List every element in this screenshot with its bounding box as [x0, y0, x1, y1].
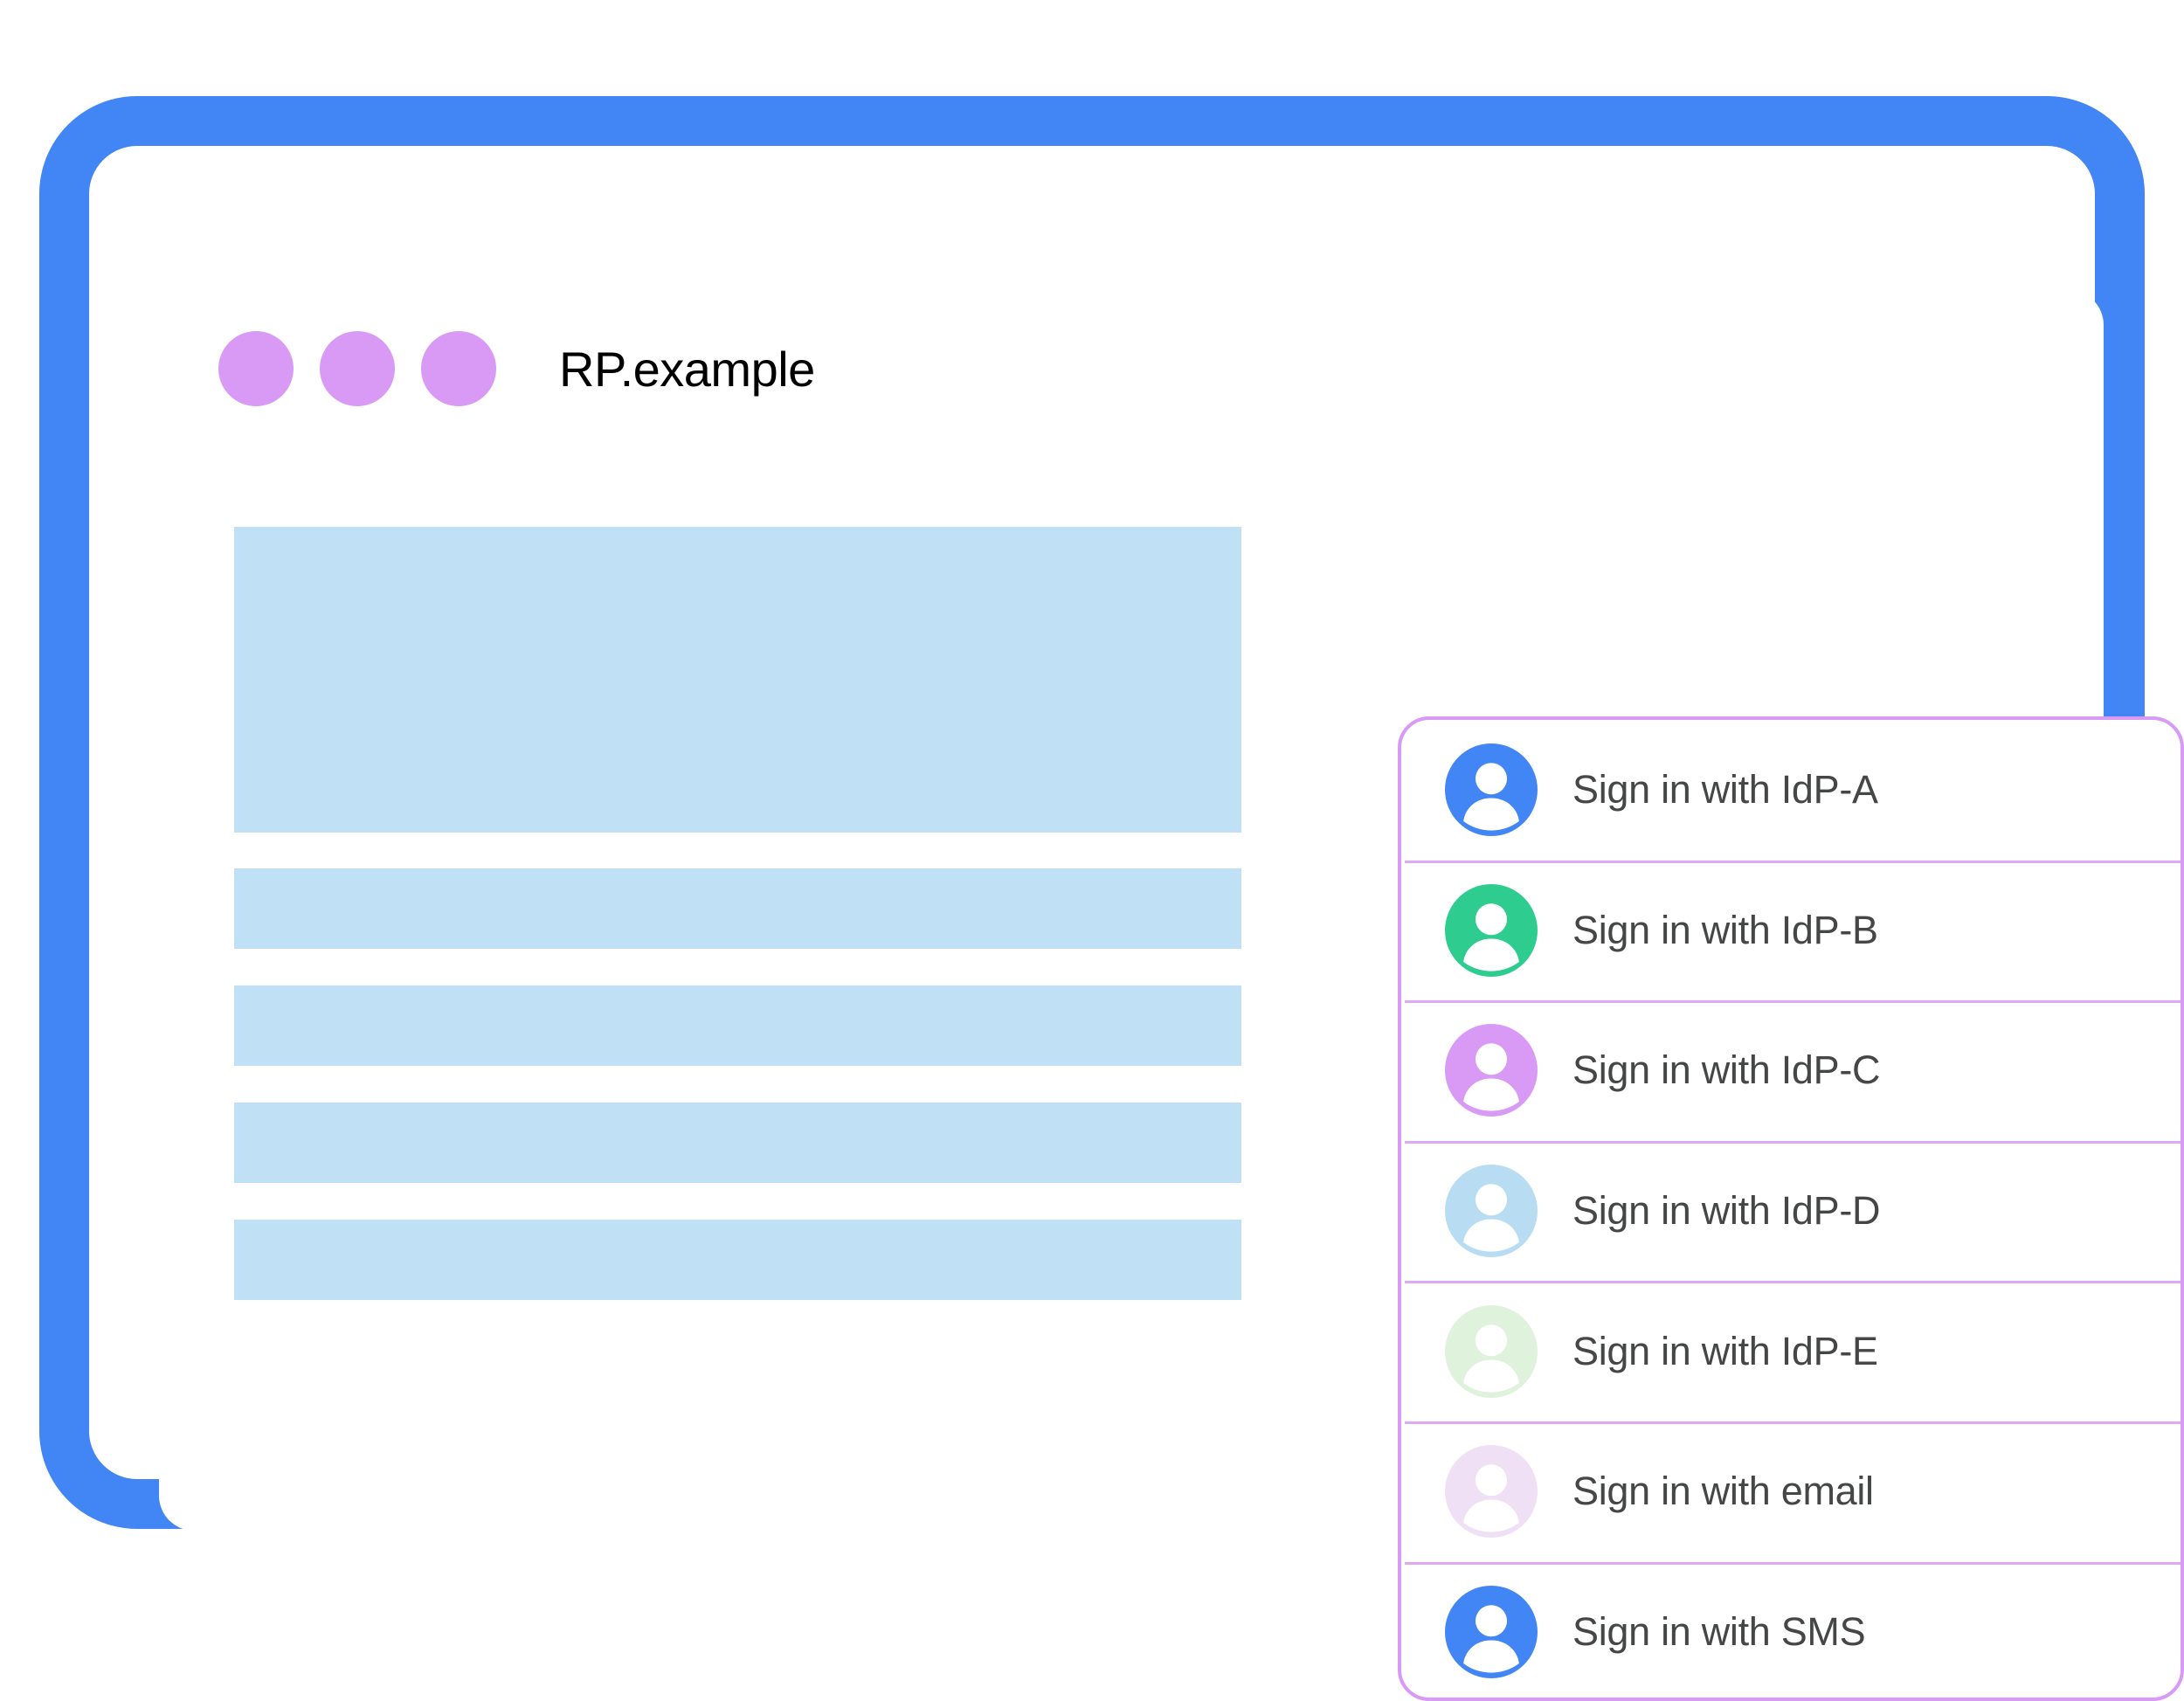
signin-option-label: Sign in with IdP-D — [1572, 1188, 1881, 1234]
hero-placeholder-block — [234, 527, 1241, 833]
account-avatar-icon — [1445, 1585, 1538, 1678]
signin-option-email[interactable]: Sign in with email — [1401, 1421, 2181, 1562]
signin-option-sms[interactable]: Sign in with SMS — [1401, 1561, 2181, 1698]
account-avatar-icon — [1445, 883, 1538, 977]
signin-option-label: Sign in with IdP-C — [1572, 1048, 1881, 1093]
signin-option-idp-b[interactable]: Sign in with IdP-B — [1401, 860, 2181, 1001]
account-chooser-panel: Sign in with IdP-A Sign in with IdP-B — [1398, 716, 2184, 1701]
browser-title-bar: RP.example — [159, 290, 2104, 447]
signin-option-idp-e[interactable]: Sign in with IdP-E — [1401, 1281, 2181, 1421]
signin-option-label: Sign in with IdP-E — [1572, 1328, 1878, 1373]
signin-option-idp-a[interactable]: Sign in with IdP-A — [1401, 720, 2181, 861]
account-avatar-icon — [1445, 1165, 1538, 1258]
placeholder-bar-2 — [234, 985, 1241, 1066]
account-avatar-icon — [1445, 743, 1538, 837]
window-dot-2[interactable] — [320, 331, 395, 406]
signin-option-label: Sign in with SMS — [1572, 1608, 1866, 1654]
signin-option-idp-c[interactable]: Sign in with IdP-C — [1401, 1000, 2181, 1141]
device-frame: RP.example Sign in with IdP-A — [39, 96, 2184, 1701]
placeholder-bar-1 — [234, 868, 1241, 949]
page-title: RP.example — [559, 341, 815, 397]
account-avatar-icon — [1445, 1445, 1538, 1539]
signin-option-label: Sign in with IdP-A — [1572, 767, 1878, 812]
content-placeholder-area — [234, 527, 1241, 1300]
placeholder-bar-3 — [234, 1103, 1241, 1183]
account-avatar-icon — [1445, 1024, 1538, 1117]
window-dot-3[interactable] — [421, 331, 496, 406]
placeholder-bar-4 — [234, 1220, 1241, 1300]
window-dot-1[interactable] — [218, 331, 294, 406]
signin-option-idp-d[interactable]: Sign in with IdP-D — [1401, 1140, 2181, 1282]
account-avatar-icon — [1445, 1304, 1538, 1398]
signin-option-label: Sign in with IdP-B — [1572, 907, 1878, 952]
browser-window: RP.example Sign in with IdP-A — [159, 290, 2184, 1701]
signin-option-label: Sign in with email — [1572, 1469, 1874, 1514]
